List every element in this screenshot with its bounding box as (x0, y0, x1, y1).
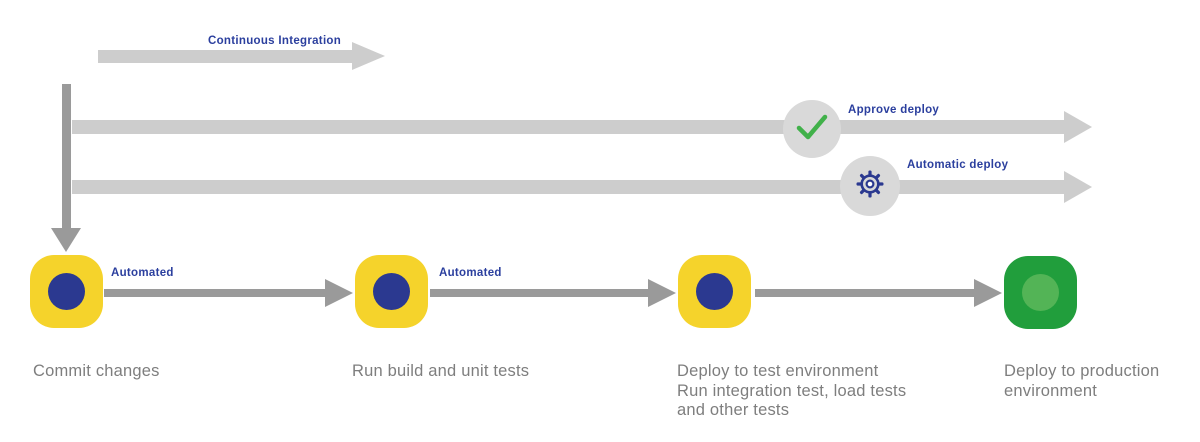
ci-label: Continuous Integration (208, 35, 342, 47)
connector-3-body (755, 289, 974, 297)
gear-icon (854, 168, 886, 205)
stage-deploy-test-icon (678, 255, 751, 328)
ci-arrow-head (352, 42, 385, 70)
stage-dot (696, 273, 733, 310)
automatic-deploy-lane-head (1064, 171, 1092, 203)
automatic-deploy-label: Automatic deploy (907, 159, 1009, 171)
caption-deploy-production: Deploy to production environment (1004, 362, 1159, 401)
caption-line: and other tests (677, 401, 790, 419)
caption-line: environment (1004, 381, 1097, 400)
connector-3-head (974, 279, 1002, 307)
automatic-deploy-lane-body (72, 180, 1064, 194)
caption-line: Run integration test, load tests (677, 381, 907, 400)
connector-1-label: Automated (111, 267, 174, 279)
connector-2-label: Automated (439, 267, 502, 279)
approve-deploy-lane-head (1064, 111, 1092, 143)
caption-line: Run build and unit tests (352, 362, 530, 380)
stage-commit-changes-icon (30, 255, 103, 328)
approve-deploy-lane-body (72, 120, 1064, 134)
caption-commit-changes: Commit changes (33, 362, 160, 382)
connector-2-body (430, 289, 648, 297)
branch-arrow-head (51, 228, 81, 252)
approve-deploy-badge (783, 100, 841, 158)
stage-run-build-icon (355, 255, 428, 328)
stage-deploy-production-icon (1004, 256, 1077, 329)
approve-deploy-label: Approve deploy (848, 104, 940, 116)
caption-line: Deploy to production (1004, 362, 1160, 380)
caption-run-build: Run build and unit tests (352, 362, 529, 382)
stage-dot (373, 273, 410, 310)
stage-dot (1022, 274, 1059, 311)
caption-line: Deploy to test environment (677, 362, 879, 380)
branch-arrow-body (62, 84, 71, 228)
ci-arrow-body (98, 50, 352, 63)
check-icon (795, 113, 829, 146)
connector-1-body (104, 289, 325, 297)
stage-dot (48, 273, 85, 310)
automatic-deploy-badge (840, 156, 900, 216)
caption-line: Commit changes (33, 362, 160, 380)
connector-2-head (648, 279, 676, 307)
caption-deploy-test: Deploy to test environment Run integrati… (677, 362, 906, 421)
connector-1-head (325, 279, 353, 307)
